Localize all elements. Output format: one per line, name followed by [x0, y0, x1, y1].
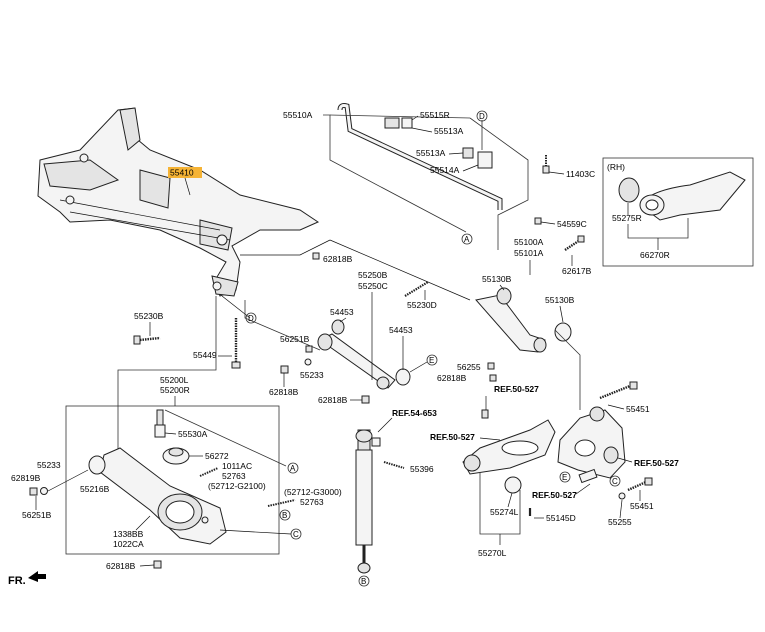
callout-A-1: [461, 233, 473, 245]
bolt-11403C: [542, 155, 550, 174]
label-55200L[interactable]: 55200L: [160, 375, 189, 385]
label-55250C[interactable]: 55250C: [358, 281, 388, 291]
ref-50-527-b[interactable]: REF.50-527: [430, 432, 475, 442]
label-62818B-2[interactable]: 62818B: [437, 373, 467, 383]
callout-E-2: [559, 471, 571, 483]
label-55130B-1[interactable]: 55130B: [482, 274, 512, 284]
label-54453-1[interactable]: 54453: [330, 307, 354, 317]
callout-B-1: [279, 509, 291, 521]
label-62818B-4[interactable]: 62818B: [318, 395, 348, 405]
label-55449[interactable]: 55449: [193, 350, 217, 360]
label-rh: (RH): [607, 162, 625, 172]
label-62819B[interactable]: 62819B: [11, 473, 41, 483]
ref-54-653[interactable]: REF.54-653: [392, 408, 437, 418]
callout-B-2: [358, 575, 370, 587]
label-55451-2[interactable]: 55451: [630, 501, 654, 511]
label-55233-2[interactable]: 55233: [37, 460, 61, 470]
label-52712-G3000[interactable]: (52712-G3000): [284, 487, 342, 497]
front-arrow-icon: [28, 571, 46, 582]
label-55513A-2[interactable]: 55513A: [416, 148, 446, 158]
label-55130B-2[interactable]: 55130B: [545, 295, 575, 305]
label-55510A[interactable]: 55510A: [283, 110, 313, 120]
label-55274L[interactable]: 55274L: [490, 507, 519, 517]
label-1011AC[interactable]: 1011AC: [222, 461, 252, 471]
callout-D-2-text: D: [479, 112, 485, 121]
label-55216B[interactable]: 55216B: [80, 484, 110, 494]
upper-arm-55100A: [475, 287, 572, 353]
bolt-55230B: [133, 335, 161, 345]
label-62818B-5[interactable]: 62818B: [106, 561, 136, 571]
callout-E-2-text: E: [562, 473, 567, 482]
label-55200R[interactable]: 55200R: [160, 385, 190, 395]
callout-E-1: [426, 354, 438, 366]
label-56272[interactable]: 56272: [205, 451, 229, 461]
lower-spring-arm: [88, 447, 227, 545]
label-56255-1[interactable]: 56255: [457, 362, 481, 372]
label-62617B[interactable]: 62617B: [562, 266, 592, 276]
label-52712-G2100[interactable]: (52712-G2100): [208, 481, 266, 491]
bump-stop-55530A: [154, 409, 166, 438]
callout-A-2-text: A: [290, 464, 296, 473]
label-55410[interactable]: 55410: [170, 168, 194, 178]
label-55275R[interactable]: 55275R: [612, 213, 642, 223]
callout-B-1-text: B: [282, 511, 287, 520]
callout-C-2-text: C: [612, 477, 618, 486]
label-62818B-3[interactable]: 62818B: [269, 387, 299, 397]
label-55451-1[interactable]: 55451: [626, 404, 650, 414]
bolt-55451-1: [599, 381, 638, 400]
label-55513A-1[interactable]: 55513A: [434, 126, 464, 136]
callout-D-1-text: D: [248, 314, 254, 323]
front-direction-label: FR.: [8, 575, 26, 587]
ref-50-527-d[interactable]: REF.50-527: [532, 490, 577, 500]
callout-D-2: [476, 110, 488, 122]
label-52763-1[interactable]: 52763: [222, 471, 246, 481]
callout-C-2: [609, 475, 621, 487]
rh-trailing-arm: [618, 171, 746, 221]
label-55230D[interactable]: 55230D: [407, 300, 437, 310]
callout-A-2: [287, 462, 299, 474]
label-55255[interactable]: 55255: [608, 517, 632, 527]
label-52763-2[interactable]: 52763: [300, 497, 324, 507]
label-55230B[interactable]: 55230B: [134, 311, 164, 321]
bolt-55451-2: [627, 477, 653, 492]
callout-B-2-text: B: [361, 577, 366, 586]
rear-subframe: [37, 107, 320, 297]
callout-E-1-text: E: [429, 356, 434, 365]
label-54559C[interactable]: 54559C: [557, 219, 587, 229]
bolt-55449: [231, 318, 241, 369]
rh-inset-box: [602, 157, 754, 267]
ref-50-527-a[interactable]: REF.50-527: [494, 384, 539, 394]
label-55514A[interactable]: 55514A: [430, 165, 460, 175]
callout-C-1-text: C: [293, 530, 299, 539]
highlight-55410: [168, 167, 202, 178]
lower-lateral-arm-55250B: [317, 319, 411, 390]
lower-arm-box: [65, 405, 280, 555]
callout-A-1-text: A: [464, 235, 470, 244]
rear-knuckle: [557, 406, 626, 484]
label-1022CA[interactable]: 1022CA: [113, 539, 144, 549]
label-56251B-2[interactable]: 56251B: [22, 510, 52, 520]
trailing-arm-55270L: [462, 419, 556, 494]
label-55101A[interactable]: 55101A: [514, 248, 544, 258]
label-55250B[interactable]: 55250B: [358, 270, 388, 280]
label-55270L[interactable]: 55270L: [478, 548, 507, 558]
label-66270R[interactable]: 66270R: [640, 250, 670, 260]
label-54453-2[interactable]: 54453: [389, 325, 413, 335]
label-11403C[interactable]: 11403C: [566, 169, 595, 179]
label-62818B-1[interactable]: 62818B: [323, 254, 353, 264]
label-55396[interactable]: 55396: [410, 464, 434, 474]
label-55530A[interactable]: 55530A: [178, 429, 208, 439]
label-55515R[interactable]: 55515R: [420, 110, 450, 120]
spring-seat: [162, 447, 190, 465]
ref-50-527-c[interactable]: REF.50-527: [634, 458, 679, 468]
label-1338BB[interactable]: 1338BB: [113, 529, 144, 539]
label-55233-1[interactable]: 55233: [300, 370, 324, 380]
shock-absorber: [355, 429, 381, 574]
bolt-62617B: [564, 235, 585, 251]
stabilizer-bar: [337, 103, 503, 210]
label-55145D[interactable]: 55145D: [546, 513, 576, 523]
label-55100A[interactable]: 55100A: [514, 237, 544, 247]
